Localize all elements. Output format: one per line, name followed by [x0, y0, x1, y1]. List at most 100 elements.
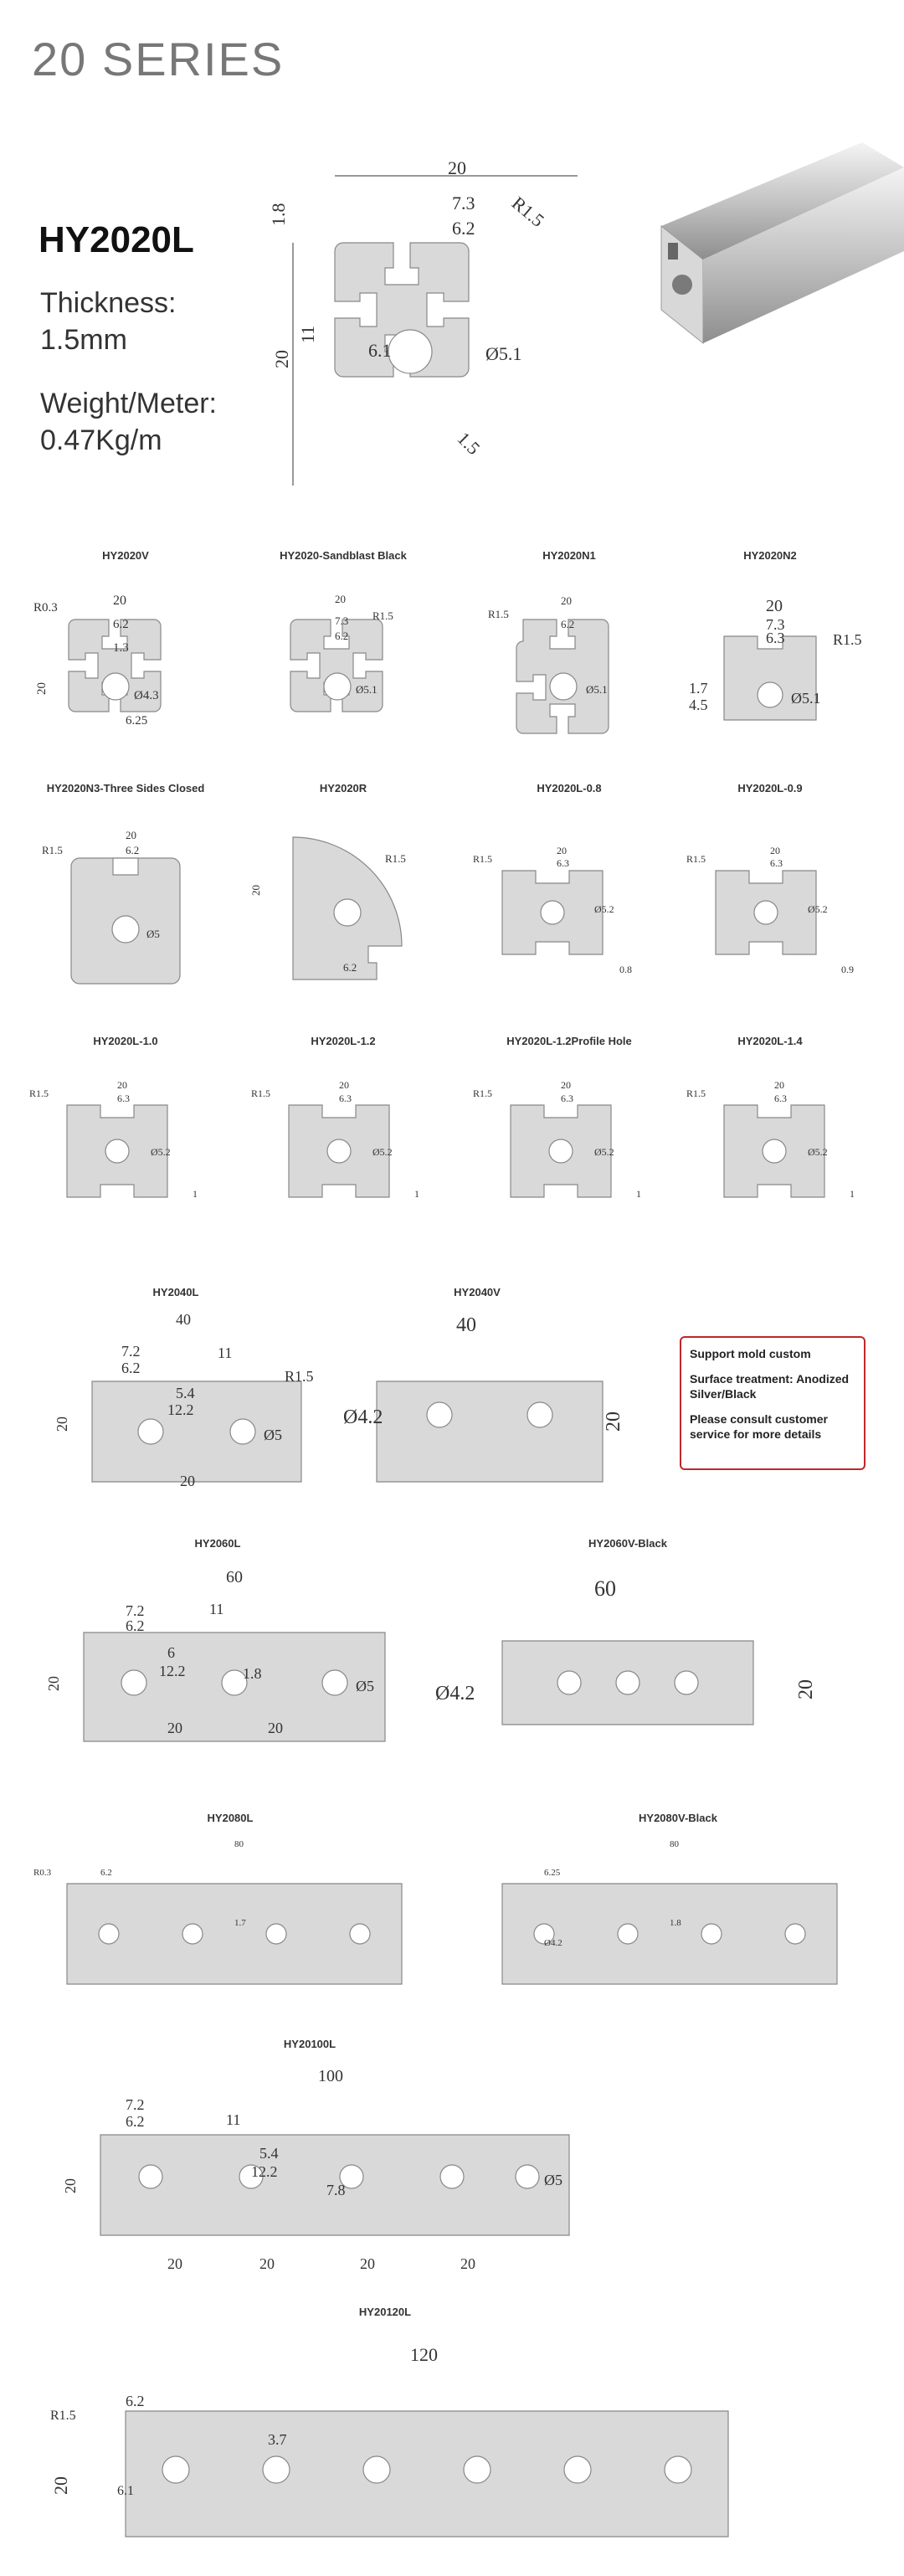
svg-text:R1.5: R1.5: [29, 1087, 49, 1099]
label-hy2020l-08: HY2020L-0.8: [537, 782, 602, 794]
svg-text:Ø5: Ø5: [544, 2172, 562, 2188]
svg-text:R1.5: R1.5: [285, 1368, 314, 1385]
label-hy2020l-12-hole: HY2020L-1.2Profile Hole: [506, 1035, 632, 1047]
main-dim-width: 20: [448, 157, 466, 178]
svg-text:Ø5.2: Ø5.2: [151, 1146, 171, 1158]
svg-text:6.25: 6.25: [544, 1868, 561, 1878]
svg-text:80: 80: [234, 1839, 244, 1849]
extrusion-photo: [660, 142, 904, 345]
svg-text:Ø5.2: Ø5.2: [372, 1146, 393, 1158]
svg-text:20: 20: [770, 845, 780, 856]
svg-text:20: 20: [45, 1676, 62, 1691]
svg-text:20: 20: [557, 845, 567, 856]
svg-text:Ø5: Ø5: [146, 928, 160, 940]
drawing-hy2040v: 40 Ø4.2 20: [343, 1314, 624, 1483]
svg-text:R0.3: R0.3: [33, 601, 58, 614]
svg-text:R1.5: R1.5: [686, 1087, 706, 1099]
label-hy2040v: HY2040V: [454, 1286, 501, 1298]
label-hy2020n2: HY2020N2: [743, 549, 797, 562]
svg-text:Ø5: Ø5: [264, 1427, 282, 1443]
svg-text:11: 11: [209, 1601, 223, 1617]
svg-text:5.4: 5.4: [259, 2145, 279, 2162]
svg-text:100: 100: [318, 2067, 343, 2085]
svg-text:6.2: 6.2: [126, 844, 139, 856]
svg-text:12.2: 12.2: [167, 1401, 194, 1418]
label-hy2020l-12: HY2020L-1.2: [311, 1035, 376, 1047]
thickness-value: 1.5mm: [40, 324, 127, 356]
notice-contact: Please consult customer service for more…: [690, 1412, 828, 1441]
main-dim-hole: Ø5.1: [485, 343, 521, 364]
svg-text:Ø5.2: Ø5.2: [594, 1146, 614, 1158]
svg-text:R1.5: R1.5: [50, 2409, 76, 2423]
label-hy2060v-black: HY2060V-Black: [588, 1537, 667, 1550]
svg-text:20: 20: [62, 2178, 79, 2193]
drawing-hy2040l: 40 7.2 6.2 11 R1.5 5.4 12.2 Ø5 20 20: [54, 1311, 314, 1489]
svg-text:3.7: 3.7: [268, 2431, 287, 2448]
svg-text:6.3: 6.3: [561, 1093, 573, 1104]
label-hy2020v: HY2020V: [102, 549, 149, 562]
label-hy2080l: HY2080L: [207, 1812, 254, 1824]
svg-text:1.8: 1.8: [243, 1665, 262, 1682]
svg-text:R1.5: R1.5: [686, 853, 706, 865]
drawing-hy2020l-09: 20 6.3 Ø5.2 0.9 R1.5: [686, 845, 854, 975]
drawing-hy2080l: 80 R0.3 6.2 1.7: [33, 1839, 403, 1985]
svg-text:6.2: 6.2: [121, 1360, 141, 1376]
drawing-hy2020l-14: 20 6.3 Ø5.2 1 R1.5: [686, 1079, 855, 1200]
svg-text:20: 20: [766, 597, 783, 615]
svg-text:6.3: 6.3: [117, 1093, 130, 1104]
drawing-hy2020l-10: 20 6.3 Ø5.2 1 R1.5: [29, 1079, 198, 1200]
svg-text:1.7: 1.7: [689, 680, 708, 697]
weight-value: 0.47Kg/m: [40, 424, 162, 456]
label-hy2020r: HY2020R: [319, 782, 367, 794]
svg-text:5.4: 5.4: [176, 1385, 195, 1401]
svg-text:20: 20: [561, 1079, 571, 1091]
svg-text:40: 40: [456, 1314, 476, 1336]
weight-label: Weight/Meter:: [40, 388, 218, 419]
label-hy2020n3: HY2020N3-Three Sides Closed: [46, 782, 205, 794]
svg-text:6.3: 6.3: [766, 630, 785, 646]
svg-text:11: 11: [218, 1345, 232, 1361]
svg-text:Ø5.1: Ø5.1: [791, 690, 821, 707]
svg-text:12.2: 12.2: [159, 1663, 186, 1679]
svg-text:12.2: 12.2: [251, 2163, 278, 2180]
svg-text:1: 1: [414, 1188, 419, 1200]
svg-text:R1.5: R1.5: [372, 609, 393, 622]
svg-text:1: 1: [193, 1188, 198, 1200]
svg-text:Ø4.2: Ø4.2: [343, 1406, 383, 1428]
svg-text:7.3: 7.3: [335, 614, 348, 627]
svg-text:20: 20: [335, 593, 346, 605]
svg-text:40: 40: [176, 1311, 191, 1328]
svg-text:Ø5.2: Ø5.2: [594, 903, 614, 915]
svg-text:11: 11: [226, 2111, 240, 2128]
svg-text:R1.5: R1.5: [385, 852, 406, 865]
svg-text:1.8: 1.8: [670, 1918, 681, 1928]
main-dim-slot-outer: 7.3: [452, 193, 475, 213]
drawing-hy2020r: R1.5 6.2 20: [249, 836, 406, 980]
svg-text:Ø5.2: Ø5.2: [808, 1146, 828, 1158]
svg-text:6.3: 6.3: [557, 857, 569, 869]
svg-text:1: 1: [850, 1188, 855, 1200]
svg-text:20: 20: [117, 1079, 127, 1091]
svg-text:20: 20: [603, 1411, 624, 1432]
label-hy2020l-09: HY2020L-0.9: [737, 782, 803, 794]
drawing-hy20120l: 120 R1.5 6.2 3.7 6.1 20: [50, 2344, 729, 2537]
svg-text:20: 20: [268, 1720, 283, 1736]
svg-text:6.3: 6.3: [339, 1093, 352, 1104]
svg-text:R1.5: R1.5: [42, 844, 63, 856]
svg-text:20: 20: [113, 594, 126, 608]
svg-text:20: 20: [249, 885, 262, 896]
drawing-hy20100l: 100 7.2 6.2 11 5.4 12.2 7.8 Ø5 20 20 20 …: [62, 2067, 570, 2272]
drawing-hy2020l-12-hole: 20 6.3 Ø5.2 1 R1.5: [473, 1079, 641, 1200]
svg-text:7.8: 7.8: [326, 2182, 346, 2198]
main-dim-web: 6.1: [368, 340, 392, 361]
svg-text:7.2: 7.2: [126, 1602, 145, 1619]
svg-text:20: 20: [54, 1417, 70, 1432]
svg-text:20: 20: [360, 2255, 375, 2272]
svg-text:20: 20: [167, 2255, 182, 2272]
svg-text:R1.5: R1.5: [833, 631, 862, 648]
svg-text:6.2: 6.2: [113, 618, 129, 631]
svg-text:7.2: 7.2: [126, 2096, 145, 2113]
svg-text:Ø5: Ø5: [356, 1678, 374, 1694]
svg-text:20: 20: [774, 1079, 784, 1091]
svg-text:6.2: 6.2: [126, 1617, 145, 1634]
